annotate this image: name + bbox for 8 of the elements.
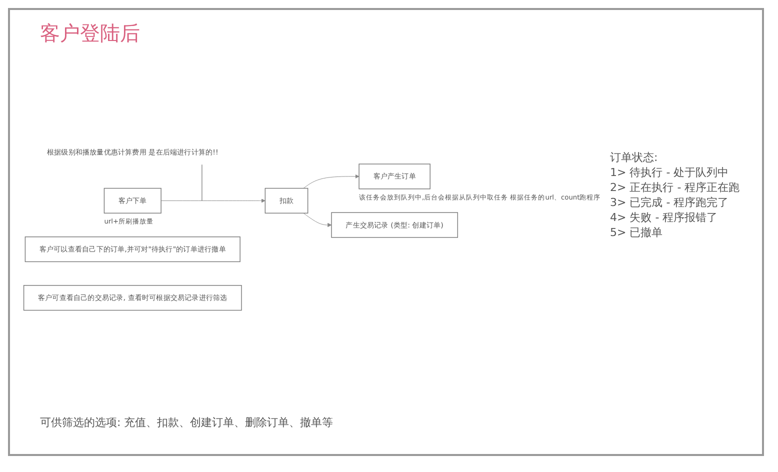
note-text: 2> 正在执行 - 程序正在跑 — [610, 180, 740, 195]
title: 客户登陆后 — [40, 20, 140, 47]
note-text: 1> 待执行 - 处于队列中 — [610, 165, 730, 180]
note-text: 5> 已撤单 — [610, 225, 664, 240]
note-text: 订单状态: — [610, 150, 659, 165]
note-text: 4> 失败 - 程序报错了 — [610, 210, 719, 225]
note-text: 可供筛选的选项: 充值、扣款、创建订单、删除订单、撤单等 — [40, 415, 334, 430]
note-text: 3> 已完成 - 程序跑完了 — [610, 195, 730, 210]
